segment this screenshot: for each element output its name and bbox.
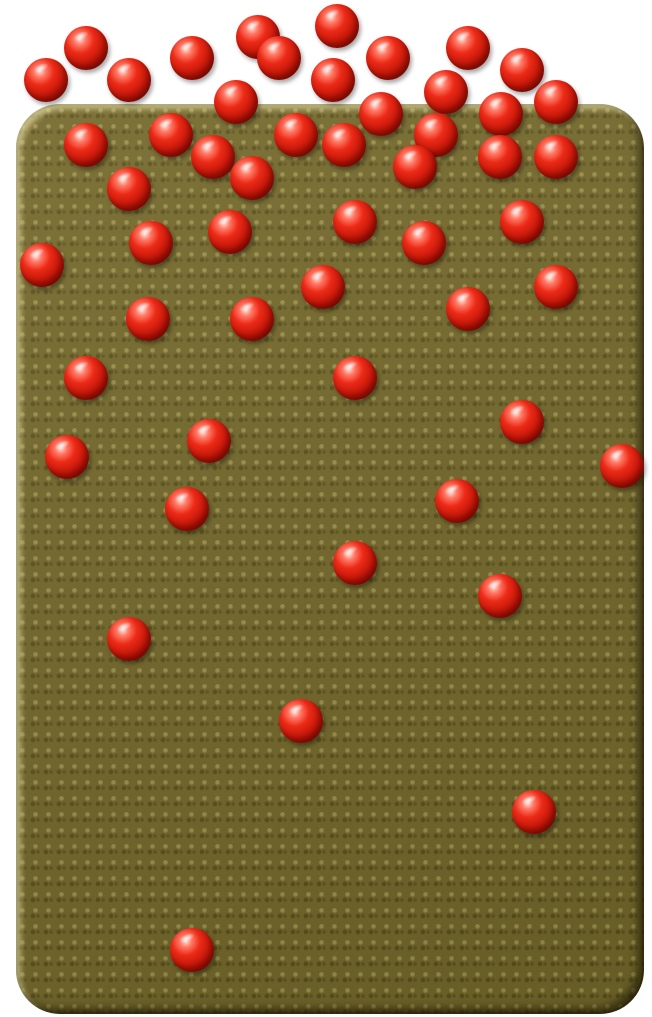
- red-ball: [446, 26, 490, 70]
- red-ball: [187, 419, 231, 463]
- red-ball: [315, 4, 359, 48]
- red-ball: [64, 123, 108, 167]
- red-ball: [191, 135, 235, 179]
- red-ball: [435, 479, 479, 523]
- red-ball: [170, 36, 214, 80]
- red-ball: [500, 200, 544, 244]
- red-ball: [24, 58, 68, 102]
- red-ball: [129, 221, 173, 265]
- red-ball: [333, 541, 377, 585]
- textured-board: [16, 104, 644, 1014]
- red-ball: [230, 297, 274, 341]
- red-ball: [500, 400, 544, 444]
- red-ball: [534, 135, 578, 179]
- red-ball: [107, 167, 151, 211]
- red-ball: [126, 297, 170, 341]
- red-ball: [402, 221, 446, 265]
- red-ball: [478, 135, 522, 179]
- red-ball: [230, 156, 274, 200]
- red-ball: [107, 58, 151, 102]
- red-ball: [64, 356, 108, 400]
- red-ball: [393, 145, 437, 189]
- red-ball: [274, 113, 318, 157]
- red-ball: [165, 487, 209, 531]
- red-ball: [107, 617, 151, 661]
- red-ball: [512, 790, 556, 834]
- red-ball: [478, 574, 522, 618]
- red-ball: [333, 200, 377, 244]
- red-ball: [359, 92, 403, 136]
- red-ball: [424, 70, 468, 114]
- red-ball: [279, 699, 323, 743]
- red-ball: [301, 265, 345, 309]
- red-ball: [600, 444, 644, 488]
- red-ball: [534, 265, 578, 309]
- red-ball: [333, 356, 377, 400]
- red-ball: [208, 210, 252, 254]
- red-ball: [366, 36, 410, 80]
- red-ball: [214, 80, 258, 124]
- red-ball: [64, 26, 108, 70]
- red-ball: [322, 123, 366, 167]
- red-ball: [446, 287, 490, 331]
- red-ball: [149, 113, 193, 157]
- red-ball: [479, 92, 523, 136]
- red-ball: [170, 928, 214, 972]
- red-ball: [534, 80, 578, 124]
- red-ball: [311, 58, 355, 102]
- red-ball: [45, 435, 89, 479]
- red-ball: [500, 48, 544, 92]
- red-ball: [257, 36, 301, 80]
- red-ball: [20, 243, 64, 287]
